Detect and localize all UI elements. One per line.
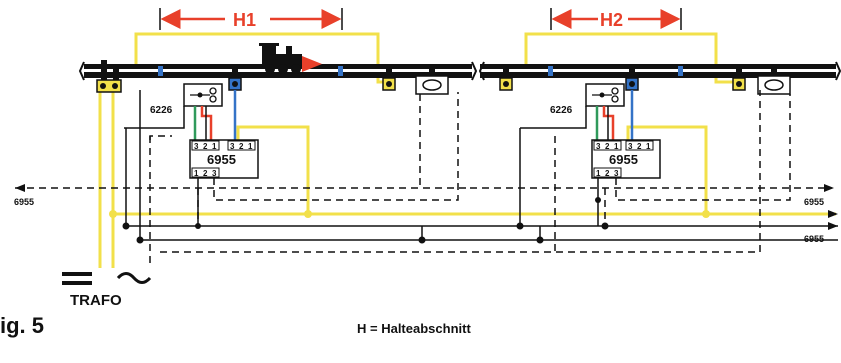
track-contact: [732, 66, 746, 91]
terminal: 3: [230, 142, 235, 151]
terminal: 1: [614, 142, 619, 151]
switch-label-left: 6226: [150, 105, 173, 116]
terminal: 3: [628, 142, 633, 151]
switch-6226-left: [183, 83, 223, 107]
control-module-right: 3 2 1 3 2 1 1 2 3 6955: [591, 139, 661, 179]
terminal: 2: [239, 142, 244, 151]
terminal: 2: [203, 142, 208, 151]
colored-wires-left: [193, 90, 237, 140]
track-right: [480, 64, 836, 78]
junction-dots-yellow: [109, 210, 710, 218]
figure-label: ig. 5: [0, 313, 44, 338]
output-label-right-bottom: 6955: [804, 234, 824, 244]
terminal: 2: [637, 142, 642, 151]
terminal: 2: [605, 142, 610, 151]
track-left: [84, 64, 472, 78]
track-insulator: [158, 66, 163, 76]
track-insulator: [678, 66, 683, 76]
track-contact: [382, 66, 396, 91]
uncoupler-icon: [757, 66, 791, 95]
terminal: 1: [646, 142, 651, 151]
output-label-left: 6955: [14, 197, 34, 207]
junction-dots: [122, 197, 609, 244]
track-contact: [499, 66, 513, 91]
terminal: 3: [212, 169, 217, 178]
control-module-left: 3 2 1 3 2 1 1 2 3 6955: [189, 139, 259, 179]
module-label: 6955: [609, 152, 638, 167]
track-insulator: [338, 66, 343, 76]
terminal: 2: [203, 169, 208, 178]
trafo-label: TRAFO: [70, 292, 122, 309]
terminal: 1: [194, 169, 199, 178]
terminal: 1: [596, 169, 601, 178]
terminal: 2: [605, 169, 610, 178]
switch-6226-right: [585, 83, 625, 107]
terminal: 1: [212, 142, 217, 151]
terminal: 1: [248, 142, 253, 151]
locomotive-icon: [259, 43, 322, 74]
h1-label: H1: [233, 10, 256, 30]
signal-contact-left: [96, 60, 122, 93]
track-insulator: [548, 66, 553, 76]
section-h2: H2: [550, 8, 682, 30]
h2-label: H2: [600, 10, 623, 30]
terminal: 3: [596, 142, 601, 151]
colored-wires-right: [595, 90, 634, 140]
legend-text: H = Halteabschnitt: [357, 321, 471, 336]
dashed-wiring: [15, 90, 832, 264]
module-label: 6955: [207, 152, 236, 167]
switch-label-right: 6226: [550, 105, 573, 116]
output-arrows: [15, 184, 838, 230]
terminal: 3: [614, 169, 619, 178]
terminal: 3: [194, 142, 199, 151]
output-label-right-top: 6955: [804, 197, 824, 207]
uncoupler-icon: [415, 66, 449, 95]
section-h1: H1: [159, 8, 343, 30]
trafo-symbol: [62, 272, 152, 285]
